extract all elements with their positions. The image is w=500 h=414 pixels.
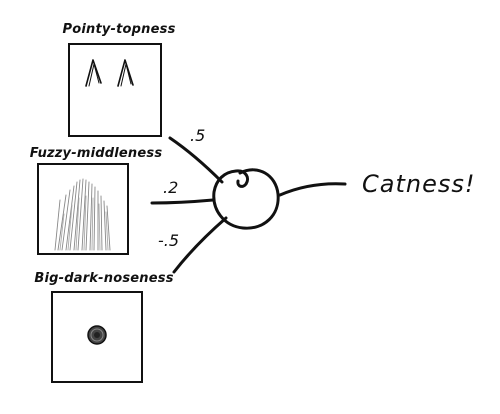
connection-line-fuzzy-middleness bbox=[150, 198, 215, 205]
input-feature-big-dark-noseness: Big-dark-noseness bbox=[34, 271, 173, 383]
neuron-circle-icon bbox=[212, 168, 280, 230]
fur-sketch-icon bbox=[54, 178, 111, 251]
weight-label-fuzzy-middleness: .2 bbox=[163, 178, 178, 197]
input-connections bbox=[150, 136, 228, 274]
output-connection-line bbox=[278, 182, 347, 197]
dark-nose-sketch-icon bbox=[87, 325, 107, 345]
input-feature-pointy-topness: Pointy-topness bbox=[62, 22, 175, 137]
weight-label-big-dark-noseness: -.5 bbox=[158, 231, 179, 250]
connection-line-big-dark-noseness bbox=[172, 216, 228, 274]
input-image-box-pointy-topness bbox=[68, 43, 162, 137]
output-label: Catness! bbox=[362, 170, 475, 198]
input-feature-fuzzy-middleness: Fuzzy-middleness bbox=[30, 146, 163, 255]
input-label-big-dark-noseness: Big-dark-noseness bbox=[34, 271, 173, 286]
connection-line-pointy-topness bbox=[168, 136, 224, 184]
pointy-ears-sketch-icon bbox=[85, 59, 134, 87]
input-image-box-fuzzy-middleness bbox=[37, 163, 129, 255]
input-label-fuzzy-middleness: Fuzzy-middleness bbox=[30, 146, 163, 161]
weight-label-pointy-topness: .5 bbox=[190, 126, 205, 145]
input-label-pointy-topness: Pointy-topness bbox=[62, 22, 175, 37]
